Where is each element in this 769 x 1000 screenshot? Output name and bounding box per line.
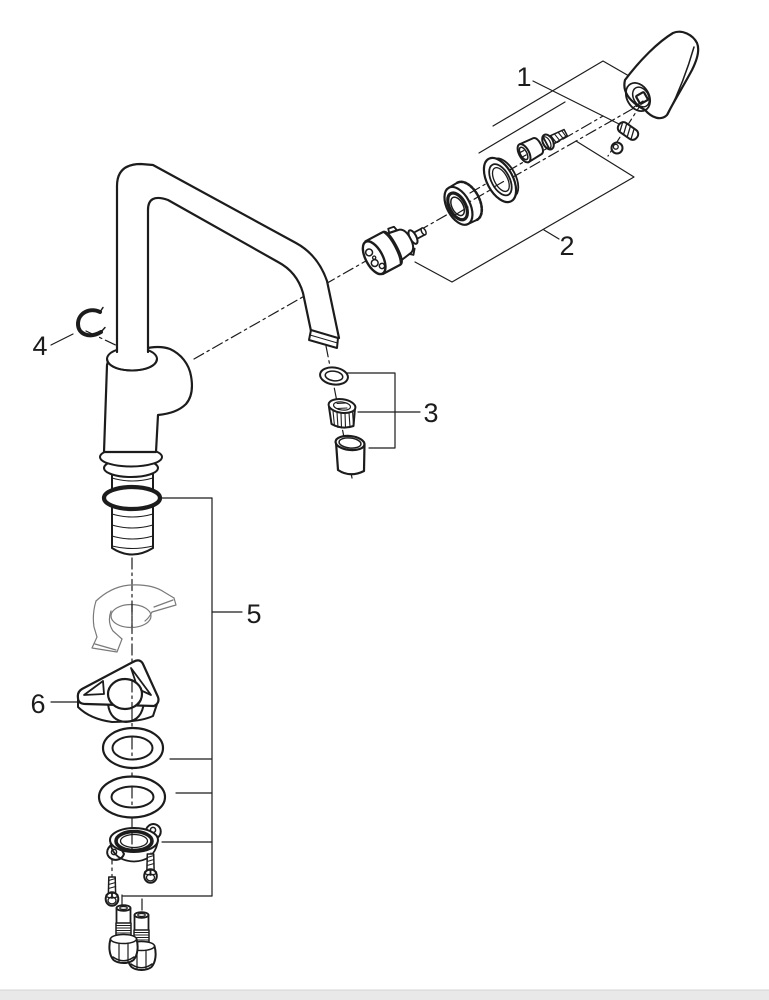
centerline-overlays: [131, 100, 644, 850]
callout-lines: [50, 60, 635, 897]
handle-screw: [541, 128, 569, 151]
dome-cap-ring: [443, 180, 484, 226]
threaded-shank: [111, 469, 154, 556]
callout-lines-5: [122, 497, 243, 897]
spout-outlet-rim: [308, 329, 339, 349]
retaining-clip: [76, 306, 106, 338]
centerlines: [85, 99, 649, 914]
aerator-shroud: [334, 434, 366, 476]
faucet-body-and-spout: [99, 162, 341, 556]
callout-lines-1: [478, 60, 630, 154]
callout-1: 1: [516, 62, 531, 92]
callout-3: 3: [423, 398, 438, 428]
footer-band: [0, 989, 769, 1000]
aerator-stack: [319, 366, 366, 476]
shank-o-ring: [101, 484, 163, 512]
mounting-flange: [106, 823, 162, 863]
countertop-cutout-sketch: [91, 584, 177, 653]
handle-adapter: [516, 137, 544, 164]
high-spout: [115, 162, 341, 354]
callout-lines-2: [414, 140, 635, 283]
callout-2: 2: [559, 231, 574, 261]
outlet-washer: [319, 366, 349, 386]
callout-lines-3: [346, 372, 421, 449]
check-ball: [610, 141, 624, 155]
mounting-screw-left: [104, 876, 120, 907]
callout-4: 4: [32, 331, 47, 361]
spout-collar-front-rim: [106, 358, 158, 372]
callout-labels: 1 2 3 4 5 6: [30, 62, 574, 719]
handle-spring: [616, 121, 640, 141]
aerator-insert: [327, 398, 357, 429]
mounting-triangle: [76, 659, 160, 723]
callout-6: 6: [30, 689, 45, 719]
callout-5: 5: [246, 599, 261, 629]
escutcheon-ring: [482, 156, 520, 204]
cartridge: [361, 225, 427, 276]
washer-small: [101, 726, 165, 770]
handle-lever: [623, 30, 700, 120]
callout-lines-4: [50, 333, 74, 346]
